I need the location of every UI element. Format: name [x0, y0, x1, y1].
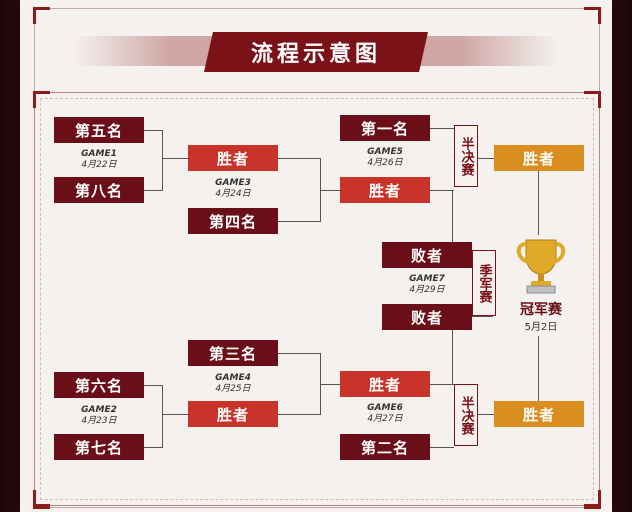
corner-ornament — [33, 7, 50, 24]
connector — [430, 128, 454, 129]
team-slot-4th: 第四名 — [188, 208, 278, 234]
winner-slot-game3: 胜者 — [340, 177, 430, 203]
inner-frame — [33, 91, 601, 507]
team-slot-1st: 第一名 — [340, 115, 430, 141]
game-date: 4月25日 — [215, 384, 251, 394]
connector — [144, 385, 162, 386]
connector — [430, 447, 454, 448]
connector — [478, 158, 494, 159]
game-date: 4月27日 — [367, 414, 403, 424]
game-name: GAME2 — [81, 405, 117, 415]
game-name: GAME4 — [215, 373, 251, 383]
game-2-info: GAME2 4月23日 — [59, 405, 139, 427]
bracket-panel: 流程示意图 第五名 第八名 GAME1 — [20, 0, 612, 512]
connector — [472, 316, 492, 317]
connector — [538, 171, 539, 235]
corner-ornament — [584, 91, 601, 108]
corner-ornament — [33, 91, 50, 108]
team-slot-2nd: 第二名 — [340, 434, 430, 460]
connector — [162, 158, 188, 159]
connector — [538, 336, 539, 402]
game-name: GAME7 — [409, 274, 445, 284]
game-7-info: GAME7 4月29日 — [387, 274, 467, 296]
round-text: 季军赛 — [476, 263, 492, 303]
loser-slot-lower: 败者 — [382, 304, 472, 330]
connector — [452, 330, 453, 385]
title-box: 流程示意图 — [204, 32, 428, 72]
team-slot-6th: 第六名 — [54, 372, 144, 398]
game-date: 4月29日 — [409, 285, 445, 295]
team-slot-5th: 第五名 — [54, 117, 144, 143]
game-3-info: GAME3 4月24日 — [193, 178, 273, 200]
connector — [452, 190, 453, 242]
game-date: 4月24日 — [215, 189, 251, 199]
game-name: GAME3 — [215, 178, 251, 188]
game-name: GAME6 — [367, 403, 403, 413]
connector — [478, 414, 494, 415]
connector — [278, 221, 320, 222]
game-1-info: GAME1 4月22日 — [59, 149, 139, 171]
winner-slot-semi-lower: 胜者 — [494, 401, 584, 427]
corner-ornament — [33, 490, 50, 507]
final-label: 冠军赛 — [520, 302, 562, 318]
game-name: GAME5 — [367, 147, 403, 157]
game-date: 4月26日 — [367, 158, 403, 168]
connector — [430, 384, 454, 385]
connector — [430, 190, 454, 191]
connector — [162, 385, 163, 448]
winner-slot-game1: 胜者 — [188, 145, 278, 171]
round-label-semi-lower: 半决赛 — [454, 384, 478, 446]
trophy-icon — [516, 239, 566, 294]
winner-slot-game2: 胜者 — [188, 401, 278, 427]
connector — [278, 158, 320, 159]
corner-ornament — [584, 7, 601, 24]
loser-slot-upper: 败者 — [382, 242, 472, 268]
team-slot-3rd: 第三名 — [188, 340, 278, 366]
round-text: 半决赛 — [458, 395, 474, 435]
inner-frame-dashed — [40, 98, 594, 500]
game-date: 4月22日 — [81, 160, 117, 170]
connector — [278, 353, 320, 354]
game-5-info: GAME5 4月26日 — [345, 147, 425, 169]
winner-slot-semi-upper: 胜者 — [494, 145, 584, 171]
team-slot-7th: 第七名 — [54, 434, 144, 460]
connector — [144, 130, 162, 131]
final-date: 5月2日 — [524, 322, 558, 333]
round-label-third-place: 季军赛 — [472, 250, 496, 316]
round-label-semi-upper: 半决赛 — [454, 125, 478, 187]
connector — [162, 130, 163, 191]
game-4-info: GAME4 4月25日 — [193, 373, 273, 395]
game-date: 4月23日 — [81, 416, 117, 426]
connector — [278, 414, 320, 415]
page-title: 流程示意图 — [250, 42, 381, 67]
connector — [144, 447, 162, 448]
connector — [162, 414, 188, 415]
game-name: GAME1 — [81, 149, 117, 159]
connector — [320, 190, 340, 191]
corner-ornament — [584, 490, 601, 507]
connector — [320, 384, 340, 385]
round-text: 半决赛 — [458, 136, 474, 176]
game-6-info: GAME6 4月27日 — [345, 403, 425, 425]
connector — [144, 190, 162, 191]
team-slot-8th: 第八名 — [54, 177, 144, 203]
winner-slot-game4: 胜者 — [340, 371, 430, 397]
